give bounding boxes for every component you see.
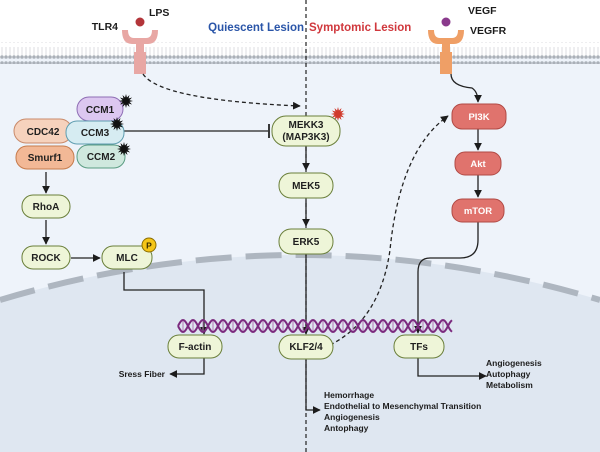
rock-label: ROCK [31, 253, 61, 264]
factin-box [167, 334, 223, 359]
klf-to-outcomes-arrow [305, 360, 321, 414]
tfs-box [393, 334, 445, 359]
mekk3-alias-label: (MAP3K3) [282, 132, 329, 143]
klf-outcome-4: Antophagy [324, 423, 369, 433]
smurf1-label: Smurf1 [28, 153, 63, 164]
lps-label: LPS [149, 7, 169, 19]
mek5-box [278, 172, 334, 199]
ccm2-box [76, 144, 126, 169]
symptomic-lesion-label: Symptomic Lesion [309, 22, 411, 34]
rhoa-label: RhoA [33, 202, 60, 213]
mek5-label: MEK5 [292, 181, 320, 192]
klf-outcome-3: Angiogenesis [324, 412, 380, 422]
smurf1-box [15, 145, 75, 170]
mlc-box [101, 245, 153, 270]
erk5-box [278, 228, 334, 255]
cell-membrane [0, 42, 600, 64]
mtor-label: mTOR [464, 206, 492, 217]
tfs-outcome-2: Autophagy [486, 369, 531, 379]
mekk3-box [271, 115, 341, 147]
pi3k-label: PI3K [468, 112, 489, 123]
dna-strand-b [177, 318, 453, 334]
vegfr-to-pi3k-arrow [450, 73, 482, 103]
ccm2-mutation-icon [117, 142, 131, 156]
phosphorylation-badge [141, 237, 157, 253]
tlr4-label: TLR4 [92, 21, 118, 33]
ccm3-label: CCM3 [81, 128, 110, 139]
phospho-label: P [146, 241, 152, 251]
vegf-label: VEGF [468, 5, 497, 17]
mekk3-mutation-icon [331, 107, 345, 121]
ccm1-mutation-icon [119, 94, 133, 108]
klf-outcome-2: Endothelial to Mesenchymal Transition [324, 401, 481, 411]
quiescent-lesion-label: Quiescent Lesion [208, 22, 304, 34]
vegfr-label: VEGFR [470, 25, 507, 37]
tfs-label: TFs [410, 342, 428, 353]
tlr4-to-mekk3-arrow [142, 73, 301, 110]
erk5-label: ERK5 [293, 237, 320, 248]
vegfr-receptor-icon [428, 16, 464, 74]
klf-outcome-1: Hemorrhage [324, 390, 374, 400]
rhoa-box [21, 194, 71, 219]
tlr4-receptor-icon [122, 16, 158, 74]
ccm1-label: CCM1 [86, 105, 115, 116]
rock-box [21, 245, 71, 270]
mtor-to-tfs-arrow [414, 222, 479, 334]
mekk3-label: MEKK3 [288, 120, 323, 131]
nuclear-envelope [0, 252, 600, 303]
mlc-label: MLC [116, 253, 138, 264]
mtor-box [451, 198, 505, 223]
ccm-complex: CDC42 Smurf1 CCM1 CCM3 CCM2 [13, 96, 126, 170]
ccm2-label: CCM2 [87, 152, 116, 163]
tfs-outcome-1: Angiogenesis [486, 358, 542, 368]
klf-to-pi3k-arrow [329, 115, 449, 346]
tfs-outcome-3: Metabolism [486, 380, 533, 390]
stress-fiber-label: Sress Fiber [119, 369, 166, 379]
cdc42-label: CDC42 [27, 127, 60, 138]
ccm3-mutation-icon [110, 117, 124, 131]
pi3k-box [451, 103, 507, 130]
klf-label: KLF2/4 [289, 342, 323, 353]
akt-box [454, 151, 502, 176]
mlc-to-factin-arrow [123, 272, 208, 335]
tfs-to-outcomes-arrow [417, 358, 487, 380]
klf-box [278, 334, 334, 360]
ccm3-box [65, 120, 125, 145]
dna-strand-a [177, 318, 453, 334]
factin-to-stress-fiber-arrow [169, 358, 205, 378]
akt-label: Akt [470, 159, 486, 170]
factin-label: F-actin [179, 342, 212, 353]
dna-helix-icon [177, 318, 453, 334]
